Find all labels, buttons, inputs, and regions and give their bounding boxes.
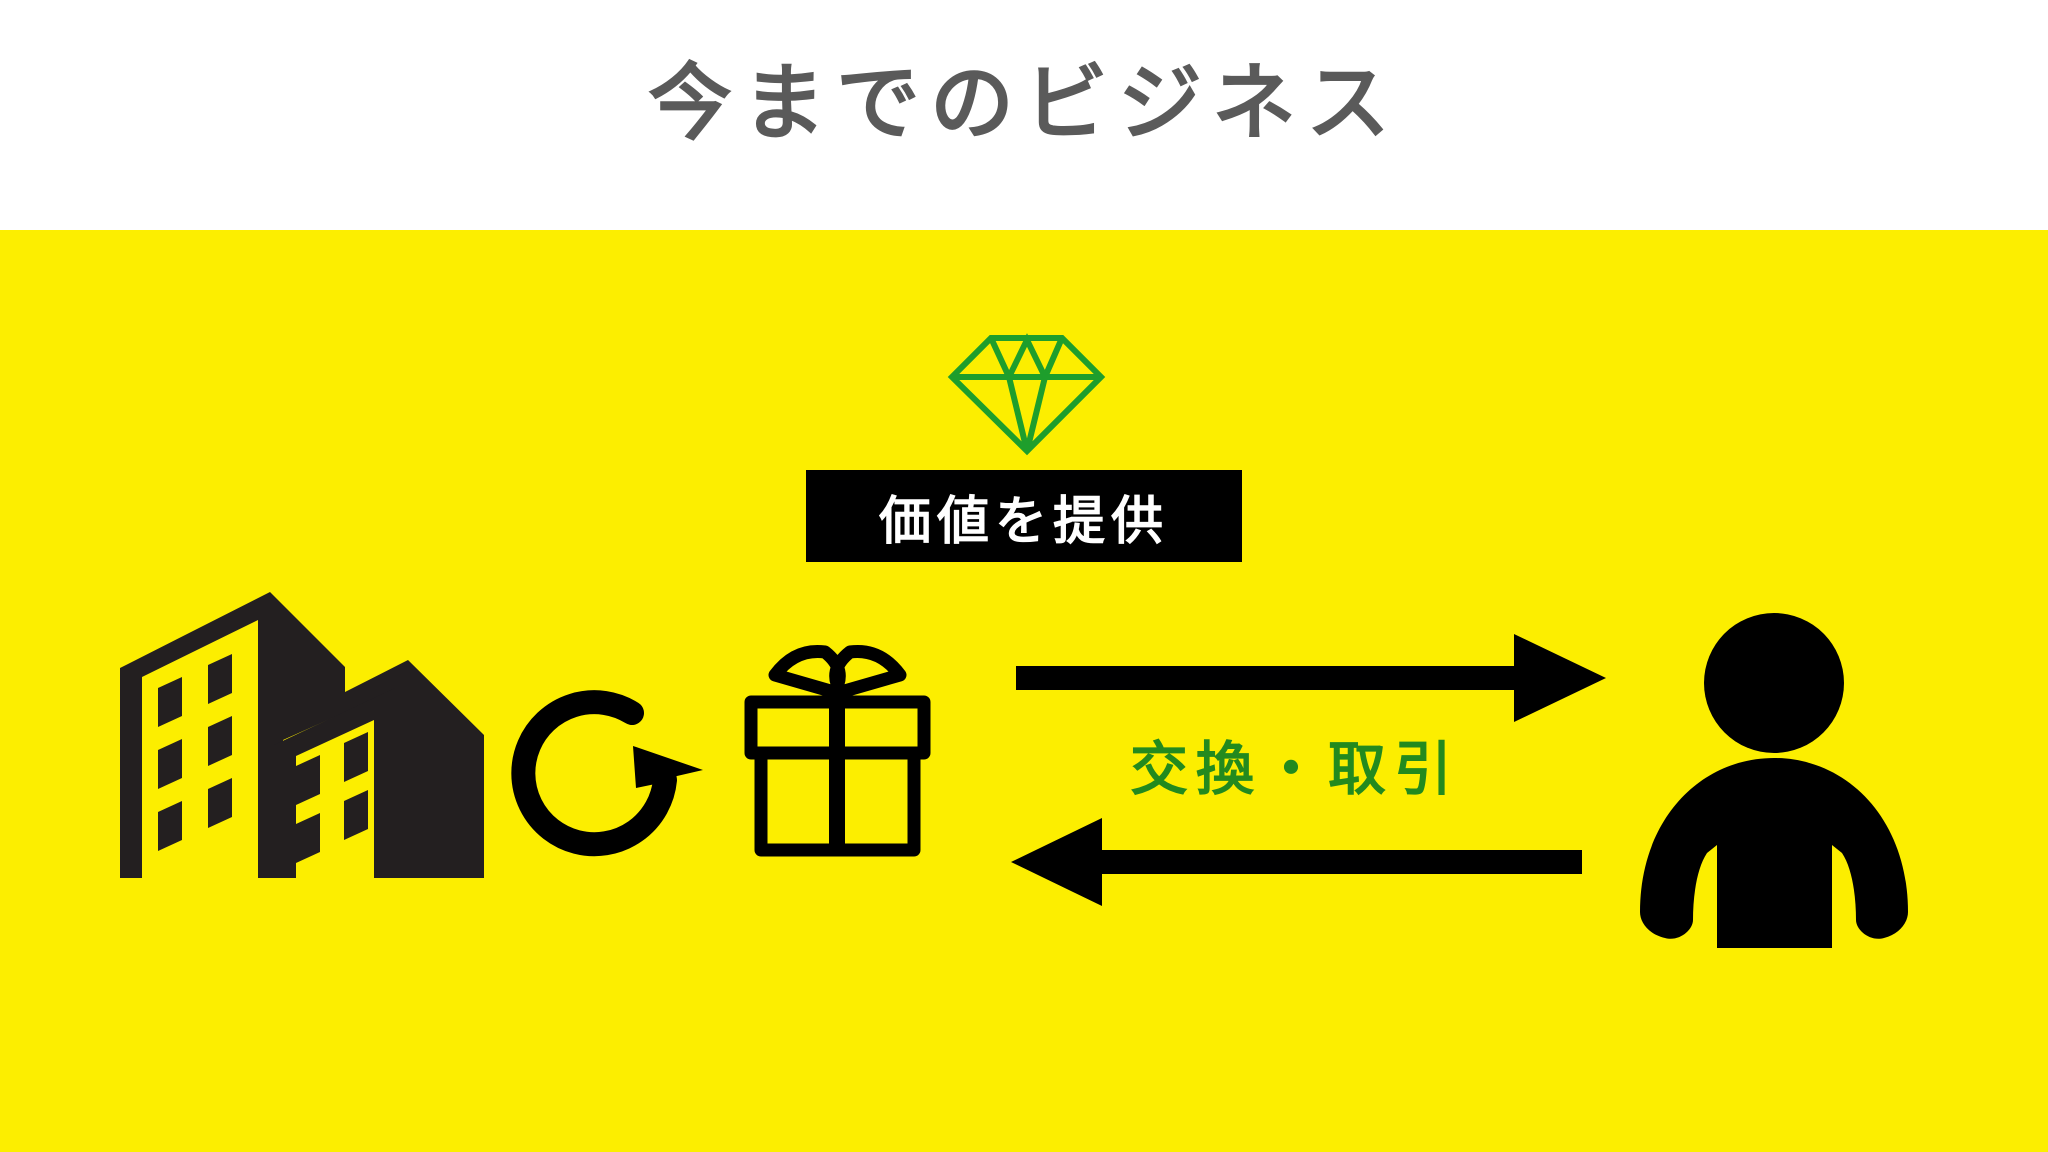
title-band: 今までのビジネス [0, 0, 2048, 230]
rotate-arrow-icon [511, 690, 703, 857]
value-box: 価値を提供 [806, 470, 1242, 562]
page-title: 今までのビジネス [647, 54, 1400, 152]
building-icon [120, 592, 484, 878]
value-label: 価値を提供 [878, 491, 1169, 552]
diamond-icon [947, 333, 1106, 456]
gift-box-icon [744, 644, 931, 857]
exchange-label: 交換・取引 [1130, 735, 1461, 803]
arrow-right-icon [1016, 634, 1606, 722]
person-icon [1640, 613, 1908, 948]
arrow-left-icon [1011, 818, 1582, 906]
